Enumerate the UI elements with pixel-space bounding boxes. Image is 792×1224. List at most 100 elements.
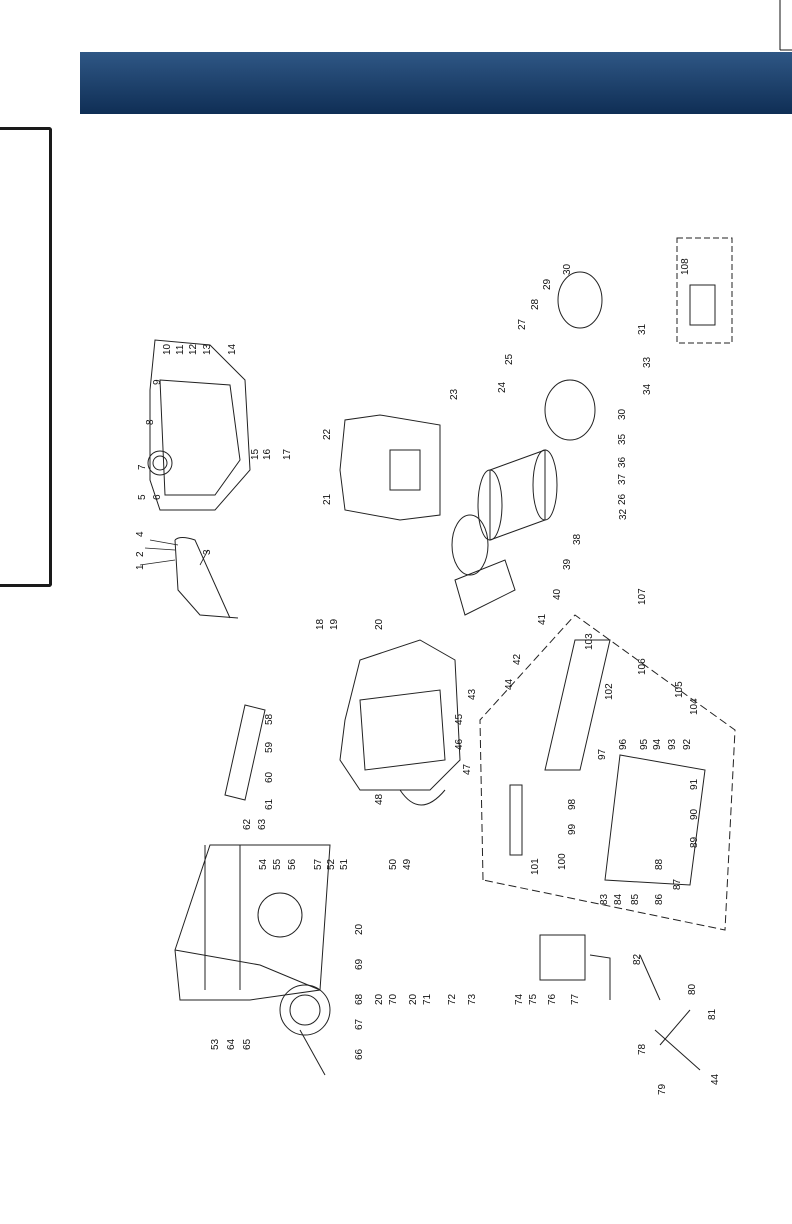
- callout-76: 76: [547, 993, 558, 1005]
- callout-93: 93: [667, 738, 678, 750]
- callout-28: 28: [530, 298, 541, 310]
- callout-62: 62: [242, 818, 253, 830]
- callout-107: 107: [637, 588, 648, 605]
- callout-20c: 20: [374, 993, 385, 1005]
- callout-23: 23: [449, 388, 460, 400]
- callout-101: 101: [530, 858, 541, 875]
- callout-59: 59: [264, 741, 275, 753]
- callout-12: 12: [188, 343, 199, 355]
- callout-74: 74: [514, 993, 525, 1005]
- callout-98: 98: [567, 798, 578, 810]
- frame: [174, 844, 331, 1001]
- control-panel-plate: [604, 754, 706, 886]
- wheel: [279, 984, 331, 1036]
- lift-handle: [224, 704, 266, 801]
- callout-82: 82: [632, 953, 643, 965]
- callout-27: 27: [517, 318, 528, 330]
- callout-67: 67: [354, 1018, 365, 1030]
- callout-70: 70: [388, 993, 399, 1005]
- section-side-tab: [0, 127, 52, 587]
- callout-20: 20: [374, 618, 385, 630]
- callout-102: 102: [604, 683, 615, 700]
- panel-cover: [339, 414, 441, 521]
- callout-52: 52: [326, 858, 337, 870]
- callout-33: 33: [642, 356, 653, 368]
- callout-61: 61: [264, 798, 275, 810]
- callout-90: 90: [689, 808, 700, 820]
- callout-30: 30: [562, 263, 573, 275]
- callout-13: 13: [202, 343, 213, 355]
- callout-40: 40: [552, 588, 563, 600]
- callout-64: 64: [226, 1038, 237, 1050]
- callout-45: 45: [454, 713, 465, 725]
- fuel-tank: [149, 339, 251, 511]
- callout-87: 87: [672, 878, 683, 890]
- rotor: [454, 559, 516, 616]
- callout-54: 54: [258, 858, 269, 870]
- callout-97: 97: [597, 748, 608, 760]
- callout-11: 11: [175, 344, 186, 355]
- callout-65: 65: [242, 1038, 253, 1050]
- callout-99: 99: [567, 823, 578, 835]
- callout-17: 17: [282, 448, 293, 460]
- callout-47: 47: [462, 763, 473, 775]
- engine-block: [339, 639, 461, 791]
- callout-21: 21: [322, 493, 333, 505]
- callout-86: 86: [654, 893, 665, 905]
- callout-69: 69: [354, 958, 365, 970]
- callout-18: 18: [315, 618, 326, 630]
- callout-103: 103: [584, 633, 595, 650]
- callout-89: 89: [689, 836, 700, 848]
- callout-38: 38: [572, 533, 583, 545]
- callout-31: 31: [637, 323, 648, 335]
- callout-3: 3: [202, 549, 213, 555]
- callout-6: 6: [152, 494, 163, 500]
- stator: [489, 449, 546, 541]
- control-panel-box: [479, 614, 736, 931]
- callout-94: 94: [652, 738, 663, 750]
- callout-37: 37: [617, 473, 628, 485]
- callout-41: 41: [537, 613, 548, 625]
- callout-20b: 20: [354, 923, 365, 935]
- callout-50: 50: [388, 858, 399, 870]
- callout-2: 2: [135, 551, 146, 557]
- callout-92: 92: [682, 738, 693, 750]
- callout-10: 10: [162, 343, 173, 355]
- callout-42: 42: [512, 653, 523, 665]
- callout-16: 16: [262, 448, 273, 460]
- callout-39: 39: [562, 558, 573, 570]
- callout-79: 79: [657, 1083, 668, 1095]
- cables: [639, 954, 701, 1071]
- callout-22: 22: [322, 428, 333, 440]
- callout-85: 85: [630, 893, 641, 905]
- callout-32: 32: [618, 508, 629, 520]
- callout-labels: 1 2 4 3 5 6 7 8 9 10 11 12 13 14 15 16 1…: [135, 258, 721, 1095]
- callout-80: 80: [687, 983, 698, 995]
- callout-77: 77: [570, 993, 581, 1005]
- callout-48: 48: [374, 793, 385, 805]
- callout-25: 25: [504, 353, 515, 365]
- crop-mark: [779, 0, 792, 51]
- callout-5: 5: [137, 494, 148, 500]
- callout-58: 58: [264, 713, 275, 725]
- callout-9: 9: [152, 379, 163, 385]
- handle-bar: [174, 539, 239, 619]
- callout-30b: 30: [617, 408, 628, 420]
- page-header-band: [80, 52, 792, 114]
- callout-24: 24: [497, 381, 508, 393]
- callout-88: 88: [654, 858, 665, 870]
- callout-71: 71: [422, 993, 433, 1005]
- callout-43: 43: [467, 688, 478, 700]
- callout-51: 51: [339, 858, 350, 870]
- callout-66: 66: [354, 1048, 365, 1060]
- callout-63: 63: [257, 818, 268, 830]
- callout-8: 8: [145, 419, 156, 425]
- callout-53: 53: [210, 1038, 221, 1050]
- callout-49: 49: [402, 858, 413, 870]
- callout-104: 104: [689, 698, 700, 715]
- callout-20d: 20: [408, 993, 419, 1005]
- callout-44: 44: [504, 678, 515, 690]
- callout-15: 15: [250, 448, 261, 460]
- callout-7: 7: [137, 464, 148, 470]
